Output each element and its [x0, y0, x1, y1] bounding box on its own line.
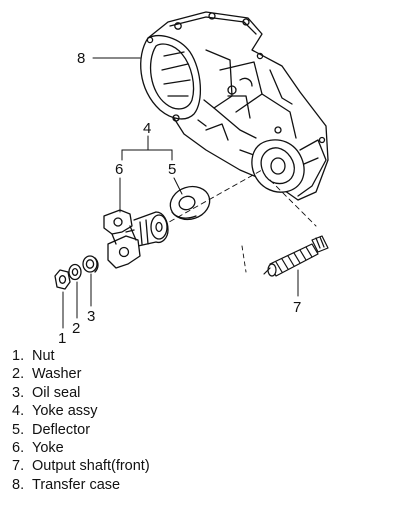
legend-item: 1. Nut: [12, 347, 150, 365]
legend-number: 6.: [12, 439, 25, 456]
legend-item: 7. Output shaft(front): [12, 457, 150, 475]
parts-legend: 1. Nut 2. Washer 3. Oil seal 4. Yoke assy 5.…: [12, 347, 150, 494]
legend-label: Nut: [32, 348, 55, 364]
transfer-case: [140, 11, 329, 201]
legend-item: 2. Washer: [12, 365, 150, 383]
legend-item: 6. Yoke: [12, 439, 150, 457]
callout-2: 2: [72, 320, 80, 337]
legend-label: Yoke assy: [32, 403, 98, 420]
legend-item: 4. Yoke assy: [12, 402, 150, 420]
legend-label: Yoke: [32, 439, 64, 456]
legend-item: 5. Deflector: [12, 421, 150, 439]
leader-lines: [62, 57, 299, 329]
legend-item: 8. Transfer case: [12, 476, 150, 494]
legend-label: Output shaft(front): [32, 458, 150, 475]
legend-number: 1.: [12, 348, 25, 364]
callout-6: 6: [115, 161, 123, 178]
legend-label: Transfer case: [32, 476, 121, 493]
legend-number: 3.: [12, 384, 25, 401]
washer: [68, 263, 82, 281]
legend-label: Washer: [32, 366, 82, 383]
legend-number: 4.: [12, 403, 25, 420]
yoke: [103, 209, 169, 269]
oil-seal: [82, 255, 99, 273]
legend-label: Oil seal: [32, 384, 81, 401]
callout-3: 3: [87, 308, 95, 325]
legend-number: 8.: [12, 476, 25, 493]
deflector: [169, 185, 211, 221]
assembly-centerline: [161, 169, 263, 227]
nut: [54, 269, 71, 290]
callout-5: 5: [168, 161, 176, 178]
callout-1: 1: [58, 330, 66, 345]
legend-number: 5.: [12, 421, 25, 438]
exploded-diagram: 8 4 6 5 1 2 3 7: [54, 11, 329, 345]
legend-label: Deflector: [32, 421, 91, 438]
output-shaft-front: [241, 179, 329, 277]
legend-number: 2.: [12, 366, 25, 383]
legend-number: 7.: [12, 458, 25, 475]
legend-item: 3. Oil seal: [12, 384, 150, 402]
callout-8: 8: [77, 50, 85, 67]
callout-7: 7: [293, 299, 301, 316]
callout-4: 4: [143, 120, 151, 137]
